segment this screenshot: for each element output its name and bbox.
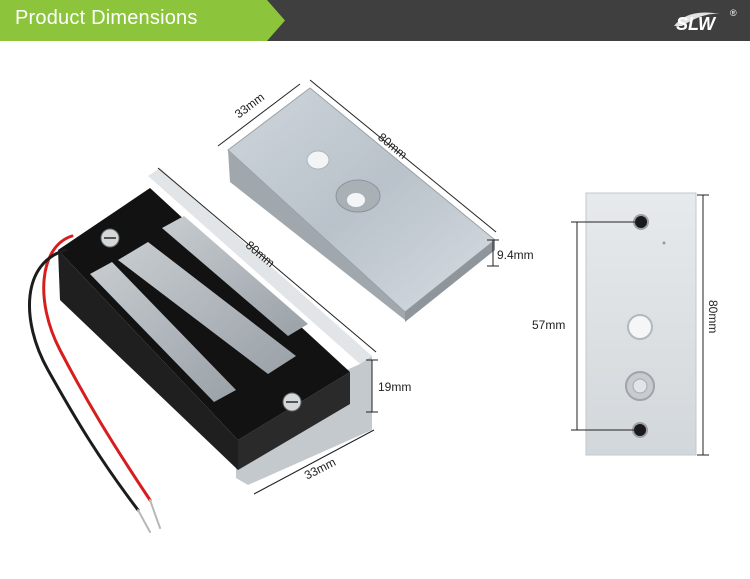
front-center-hole bbox=[627, 314, 653, 340]
plate-center-hole bbox=[347, 193, 365, 207]
page-title: Product Dimensions bbox=[15, 7, 198, 29]
steel-bar-center bbox=[118, 242, 296, 374]
black-wire bbox=[28, 248, 140, 512]
registered-mark: ® bbox=[730, 8, 737, 18]
brand-logo: SLW ® bbox=[668, 4, 740, 38]
magnetic-lock-body bbox=[58, 168, 372, 485]
header-bar: Product Dimensions SLW ® bbox=[0, 0, 750, 41]
lock-dimension-lines bbox=[157, 167, 378, 495]
brand-logo-icon: SLW ® bbox=[674, 8, 737, 34]
black-wire-tip bbox=[137, 509, 151, 533]
plate-thickness-label: 9.4mm bbox=[497, 248, 534, 262]
red-wire-tip bbox=[149, 499, 161, 529]
lock-body-end bbox=[238, 372, 350, 470]
front-dimension-lines bbox=[571, 194, 709, 456]
logo-text: SLW bbox=[676, 14, 717, 34]
front-hole-spacing-label: 57mm bbox=[532, 318, 566, 332]
header-title-tab: Product Dimensions bbox=[0, 0, 285, 41]
lock-height-label: 19mm bbox=[378, 380, 412, 394]
plate-edge-face bbox=[405, 240, 495, 322]
steel-bar-outer-1 bbox=[90, 262, 236, 402]
product-illustration bbox=[28, 79, 709, 533]
lock-body-front bbox=[58, 250, 238, 470]
lock-housing-top bbox=[148, 168, 372, 364]
front-view-plate bbox=[585, 192, 697, 456]
lock-wires bbox=[28, 234, 161, 533]
plate-dimension-lines bbox=[217, 79, 499, 267]
plate-small-hole bbox=[306, 150, 330, 170]
front-length-label: 80mm bbox=[706, 300, 720, 334]
steel-bar-outer-2 bbox=[162, 216, 308, 336]
armature-plate bbox=[227, 87, 496, 322]
